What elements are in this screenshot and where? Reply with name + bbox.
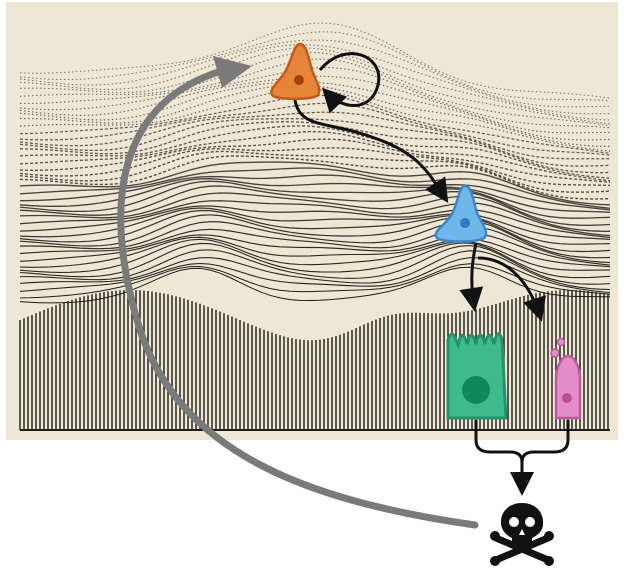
green-columnar-cell-icon — [448, 334, 506, 418]
skull-and-crossbones-icon — [490, 503, 554, 566]
